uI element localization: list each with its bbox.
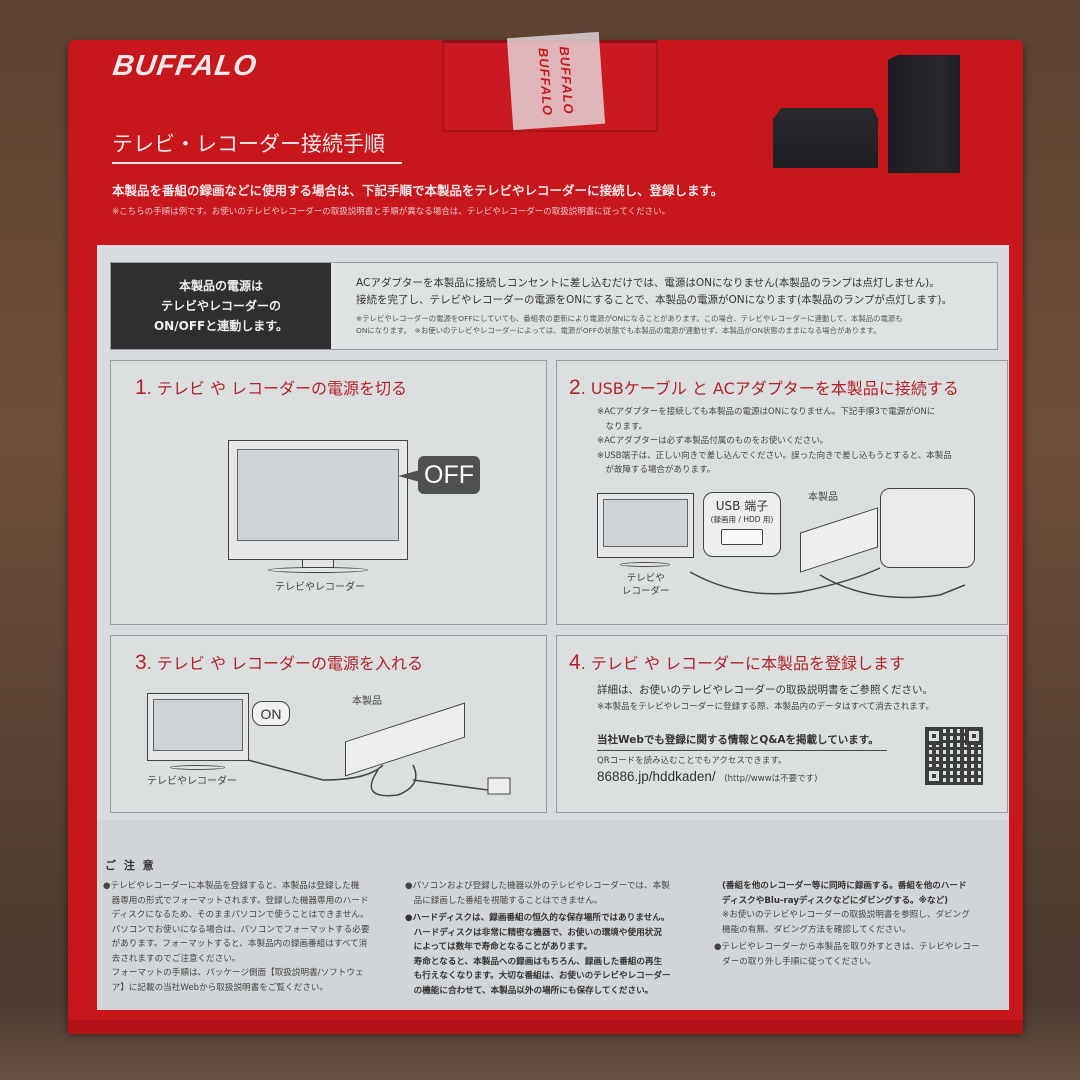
support-url[interactable]: 86886.jp/hddkaden/ (597, 769, 716, 784)
step-4: 4. テレビ や レコーダーに本製品を登録します 詳細は、お使いのテレビやレコー… (556, 635, 1008, 813)
label-line: テレビやレコーダーの (160, 299, 281, 313)
cable-illustration (689, 567, 966, 599)
hdd-vertical-image (888, 55, 960, 173)
step-title: 4. テレビ や レコーダーに本製品を登録します (569, 651, 906, 674)
hdd-horizontal-image (773, 108, 878, 168)
step-4-note: ※本製品をテレビやレコーダーに登録する際、本製品内のデータはすべて消去されます。 (597, 702, 934, 712)
product-label: 本製品 (352, 696, 382, 707)
label-line: 本製品の電源は (178, 279, 263, 293)
caution-col-2: ●パソコンおよび登録した機器以外のテレビやレコーダーでは、本製 品に録画した番組… (405, 881, 671, 996)
step-title: 2. USBケーブル と ACアダプターを本製品に接続する (569, 376, 959, 399)
usb-sublabel: (録画用 / HDD 用) (710, 515, 774, 524)
qr-code[interactable] (925, 727, 983, 785)
step-2-notes: ※ACアダプターを接続しても本製品の電源はONになりません。下記手順3で電源がO… (597, 407, 952, 475)
step-title: 1. テレビ や レコーダーの電源を切る (135, 376, 408, 399)
info-line: ACアダプターを本製品に接続しコンセントに差し込むだけでは、電源はONになりませ… (356, 277, 940, 289)
brand-logo: BUFFALO (110, 50, 260, 82)
tv-caption: テレビや レコーダー (622, 573, 670, 597)
step-4-detail: 詳細は、お使いのテレビやレコーダーの取扱説明書をご参照ください。 (597, 684, 933, 696)
step-title: 3. テレビ や レコーダーの電源を入れる (135, 651, 424, 674)
off-bubble: OFF (398, 456, 480, 494)
label-line: ON/OFFと連動します。 (153, 319, 289, 333)
intro-note: ※こちらの手順は例です。お使いのテレビやレコーダーの取扱説明書と手順が異なる場合… (112, 207, 671, 217)
seal-tape: BUFFALO BUFFALO (506, 31, 606, 131)
caution-title: ご 注 意 (105, 859, 156, 872)
tv-caption: テレビやレコーダー (147, 776, 237, 787)
tv-caption: テレビやレコーダー (275, 582, 365, 593)
tape-text: BUFFALO (535, 47, 556, 117)
info-note: ONになります。 ※お使いのテレビやレコーダーによっては、電源がOFFの状態でも… (356, 326, 881, 335)
tv-illustration (597, 493, 694, 558)
cable-illustration (248, 759, 511, 797)
box-bottom-edge (68, 1020, 1023, 1034)
tv-illustration (228, 440, 408, 560)
qr-note: QRコードを読み込むことでもアクセスできます。 (597, 756, 787, 766)
tv-base (620, 562, 670, 567)
tv-base (170, 765, 225, 770)
page-title: テレビ・レコーダー接続手順 (112, 128, 402, 164)
power-info-label: 本製品の電源は テレビやレコーダーの ON/OFFと連動します。 (111, 263, 331, 349)
caution-col-3: (番組を他のレコーダー等に同時に録画する。番組を他のハードディスクやBlu-ra… (714, 881, 980, 967)
caution-col-1: ●テレビやレコーダーに本製品を登録すると、本製品は登録した機 器専用の形式でフォ… (103, 881, 370, 993)
usb-port-callout: USB 端子 (録画用 / HDD 用) (703, 492, 781, 557)
tape-text: BUFFALO (556, 45, 577, 115)
tv-illustration (147, 693, 249, 761)
power-info-row: 本製品の電源は テレビやレコーダーの ON/OFFと連動します。 ACアダプター… (110, 262, 998, 350)
url-note: (http//wwwは不要です) (724, 774, 818, 784)
power-info-text: ACアダプターを本製品に接続しコンセントに差し込むだけでは、電源はONになりませ… (356, 275, 996, 337)
usb-port-icon (721, 529, 763, 545)
product-label: 本製品 (808, 492, 838, 503)
connector-inset (880, 488, 975, 568)
info-line: 接続を完了し、テレビやレコーダーの電源をONにすることで、本製品の電源がONにな… (356, 294, 952, 306)
usb-label: USB 端子 (715, 499, 769, 513)
intro-text: 本製品を番組の録画などに使用する場合は、下記手順で本製品をテレビやレコーダーに接… (112, 183, 724, 198)
info-note: ※テレビやレコーダーの電源をOFFにしていても、番組表の更新により電源がONにな… (356, 314, 903, 323)
tv-base (268, 567, 368, 573)
caution-panel (97, 820, 1009, 1010)
web-info: 当社Webでも登録に関する情報とQ&Aを掲載しています。 (597, 732, 887, 751)
on-bubble: ON (252, 701, 290, 726)
support-url-row: 86886.jp/hddkaden/ (http//wwwは不要です) (597, 769, 818, 787)
